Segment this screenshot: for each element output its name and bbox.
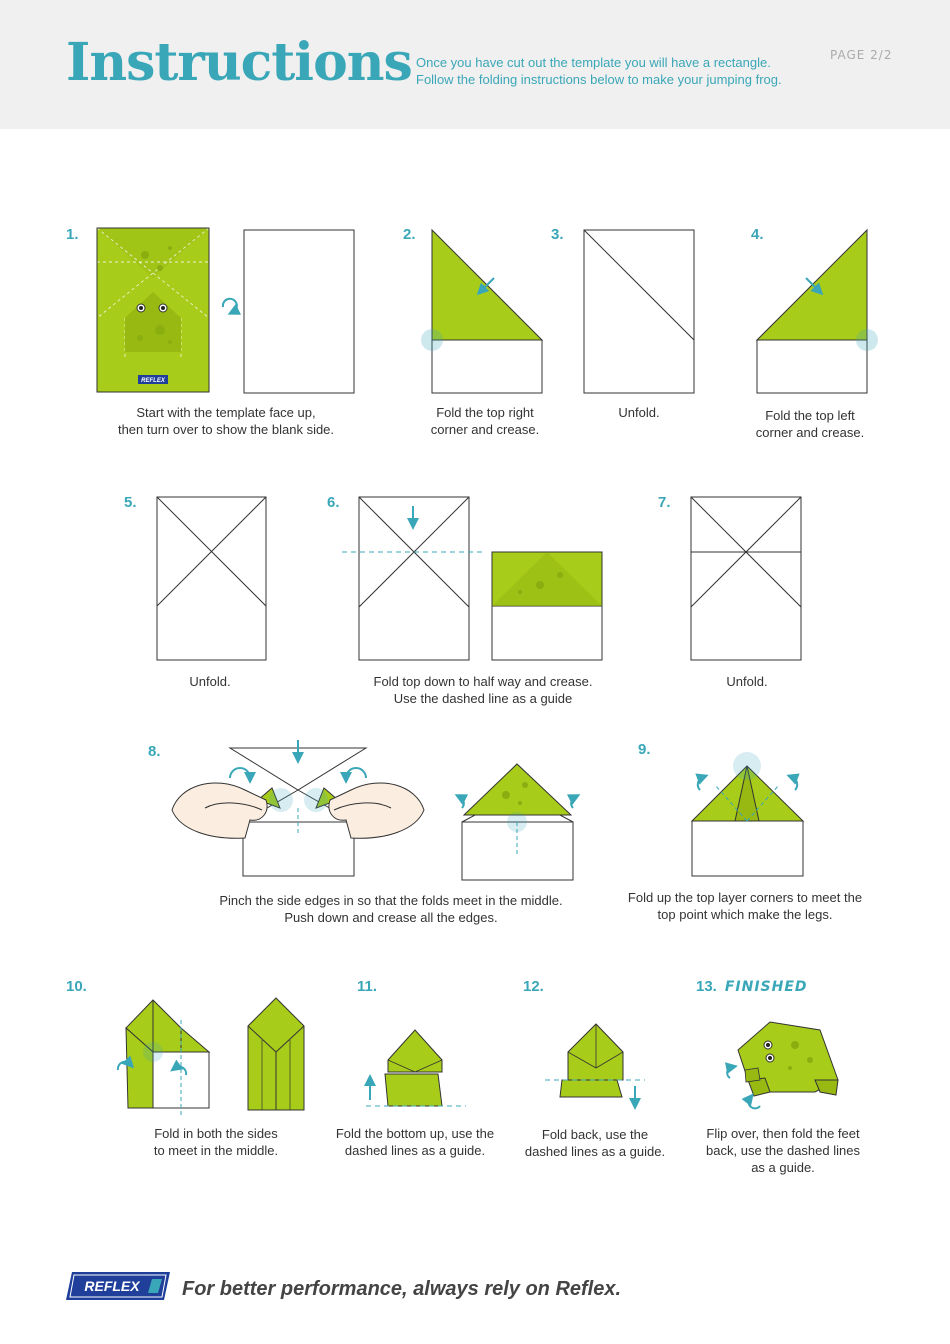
step-11-caption-line: Fold the bottom up, use the: [335, 1126, 495, 1141]
step-9-number: 9.: [638, 741, 651, 758]
step-4-caption-line: Fold the top left: [765, 408, 855, 423]
step-12-caption-line: dashed lines as a guide.: [524, 1144, 666, 1159]
step-2-caption-line: corner and crease.: [430, 422, 540, 437]
step-13-frog: [724, 1021, 839, 1110]
step-13-caption-line: as a guide.: [751, 1160, 815, 1175]
step-9-caption-line: top point which make the legs.: [657, 907, 833, 922]
intro-text: Once you have cut out the template you w…: [416, 54, 816, 88]
step-4-number: 4.: [751, 226, 764, 243]
step-2-number: 2.: [403, 226, 416, 243]
intro-line-1: Once you have cut out the template you w…: [416, 55, 771, 70]
step-9-caption: Fold up the top layer corners to meet th…: [612, 889, 878, 923]
step-10-diagram: [116, 997, 305, 1115]
reflex-logo: REFLEX: [66, 1272, 170, 1300]
step-2-diagram: [421, 228, 544, 394]
step-6-number: 6.: [327, 494, 340, 511]
step-7-number: 7.: [658, 494, 671, 511]
step-6-diagram: [342, 496, 603, 661]
step-11-caption: Fold the bottom up, use the dashed lines…: [320, 1125, 510, 1159]
step-4-diagram: [755, 228, 878, 394]
footer-tagline: For better performance, always rely on R…: [182, 1278, 622, 1300]
step-13-caption: Flip over, then fold the feet back, use …: [690, 1125, 876, 1176]
step-6-caption-line: Use the dashed line as a guide: [393, 691, 573, 706]
step-8-diagram: [171, 740, 581, 881]
step-7-diagram: [690, 496, 802, 661]
step-4-caption: Fold the top left corner and crease.: [730, 407, 890, 441]
step-4-caption-line: corner and crease.: [755, 425, 865, 440]
step-5-number: 5.: [124, 494, 137, 511]
step-5-caption-line: Unfold.: [189, 674, 231, 689]
step-1-caption-line: then turn over to show the blank side.: [117, 422, 335, 437]
step-8-caption: Pinch the side edges in so that the fold…: [196, 892, 586, 926]
step-1-caption: Start with the template face up, then tu…: [96, 404, 356, 438]
step-8-caption-line: Push down and crease all the edges.: [284, 910, 498, 925]
step-6-caption-line: Fold top down to half way and crease.: [373, 674, 593, 689]
step-9-diagram: [690, 752, 805, 877]
step-6-caption: Fold top down to half way and crease. Us…: [345, 673, 621, 707]
step-12-number: 12.: [523, 978, 544, 995]
step-13-caption-line: Flip over, then fold the feet: [706, 1126, 860, 1141]
page-number: PAGE 2/2: [830, 48, 893, 62]
step-11-caption-line: dashed lines as a guide.: [344, 1143, 486, 1158]
template-logo-text: REFLEX: [141, 378, 166, 384]
step-12-caption: Fold back, use the dashed lines as a gui…: [510, 1126, 680, 1160]
step-9-caption-line: Fold up the top layer corners to meet th…: [627, 890, 863, 905]
step-2-caption: Fold the top right corner and crease.: [405, 404, 565, 438]
rotate-arrow-icon: [221, 297, 242, 315]
step-13-caption-line: back, use the dashed lines: [706, 1143, 860, 1158]
page-header: Instructions Once you have cut out the t…: [0, 0, 950, 129]
step-12-caption-line: Fold back, use the: [541, 1127, 649, 1142]
finished-tag: FINISHED: [724, 979, 808, 995]
step-5-diagram: [156, 496, 267, 661]
step-10-caption-line: Fold in both the sides: [154, 1126, 278, 1141]
step-1-caption-line: Start with the template face up,: [136, 405, 316, 420]
step-10-caption: Fold in both the sides to meet in the mi…: [136, 1125, 296, 1159]
step-3-caption: Unfold.: [589, 404, 689, 421]
step-3-number: 3.: [551, 226, 564, 243]
step-8-number: 8.: [148, 743, 161, 760]
page-title: Instructions: [66, 32, 413, 93]
step-8-caption-line: Pinch the side edges in so that the fold…: [219, 893, 563, 908]
step-3-diagram: [583, 229, 695, 394]
step-7-caption-line: Unfold.: [726, 674, 768, 689]
step-2-caption-line: Fold the top right: [436, 405, 534, 420]
intro-line-2: Follow the folding instructions below to…: [416, 72, 782, 87]
step-1-number: 1.: [66, 226, 79, 243]
reflex-logo-text: REFLEX: [84, 1278, 141, 1294]
step-13-number: 13. FINISHED: [696, 978, 808, 995]
step-10-caption-line: to meet in the middle.: [153, 1143, 279, 1158]
step-10-number: 10.: [66, 978, 87, 995]
step-12-diagram: [545, 1023, 645, 1110]
step-11-number: 11.: [357, 978, 378, 995]
step-5-caption: Unfold.: [160, 673, 260, 690]
step-13-number-text: 13.: [696, 978, 717, 995]
step-1-blank-side: [243, 229, 355, 394]
step-1-template: REFLEX: [96, 227, 210, 393]
step-3-caption-line: Unfold.: [618, 405, 660, 420]
step-11-diagram: [364, 1029, 466, 1107]
step-7-caption: Unfold.: [697, 673, 797, 690]
